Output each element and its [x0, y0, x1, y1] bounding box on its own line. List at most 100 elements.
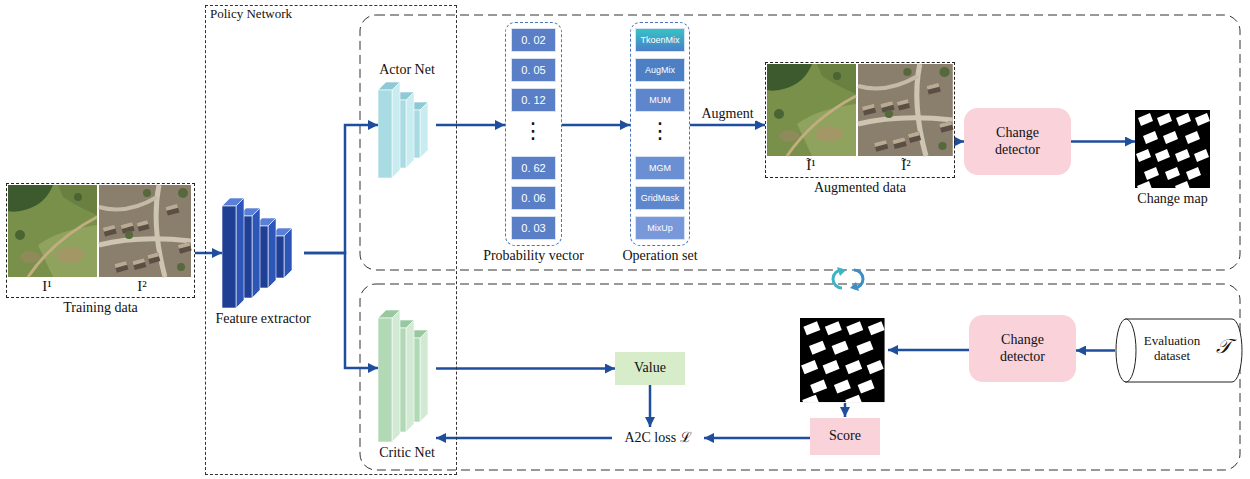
layer-front: [378, 318, 392, 442]
connector-arrow: [436, 124, 505, 127]
layer-side: [392, 310, 400, 442]
connector-arrow: [649, 385, 652, 427]
box-label: A2C loss ℒ: [624, 430, 691, 446]
caption-label: Policy Network: [210, 6, 292, 21]
region-frame: [360, 15, 1240, 270]
operation-cell: MixUp: [635, 216, 685, 240]
connector-arrow: [1076, 349, 1115, 352]
caption-label: Feature extractor: [215, 311, 310, 326]
layer-top: [378, 310, 400, 318]
layer-side: [406, 92, 414, 168]
change-map-image: [1135, 110, 1210, 194]
satellite-image: [767, 64, 856, 156]
box-label: 0. 06: [521, 192, 545, 205]
probability-cell: 0. 05: [511, 58, 556, 82]
value-box: Value: [615, 352, 685, 385]
box-label: 0. 12: [521, 94, 545, 107]
layer-side: [268, 218, 276, 288]
caption-label: Probability vector: [483, 248, 584, 263]
box-label: MixUp: [647, 223, 673, 233]
image-pair-box: I¹I²Training data: [6, 183, 195, 298]
box-label: MGM: [649, 163, 671, 173]
flow-arrow: [888, 349, 970, 352]
edge-label-slot: Augment: [699, 106, 755, 122]
ellipsis-slot: ⋮: [649, 120, 671, 142]
box-label: 0. 62: [521, 162, 545, 175]
box-label: 0. 02: [521, 34, 545, 47]
layer-side: [236, 198, 244, 308]
satellite-image: [99, 185, 193, 277]
image-label: 𝒯: [1216, 334, 1231, 358]
operation-cell: TkoenMix: [635, 28, 685, 52]
box-label: GridMask: [641, 193, 680, 203]
change-map-image: [800, 318, 885, 409]
cycle-head: [850, 282, 859, 291]
image-label: I¹: [42, 278, 52, 294]
image-label: Ĩ¹: [806, 157, 816, 173]
cylinder-end: [1116, 319, 1136, 382]
layer-side: [252, 208, 260, 298]
layer-side: [420, 102, 428, 158]
operation-cell: GridMask: [635, 186, 685, 210]
operation-cell: MGM: [635, 156, 685, 180]
image-label: Evaluation dataset: [1144, 333, 1200, 363]
box-label: Change detector: [978, 125, 1057, 157]
image-pair-box: Ĩ¹Ĩ²Augmented data: [765, 62, 955, 178]
caption-label: Training data: [63, 300, 138, 315]
layer-stack: [378, 82, 436, 178]
box-label: Score: [829, 428, 861, 444]
network-block: Actor Net: [378, 82, 436, 178]
detector-box: Change detector: [964, 108, 1071, 175]
box-label: Change detector: [983, 332, 1062, 364]
layer-front: [222, 206, 236, 308]
change-map: Change map: [1135, 110, 1210, 188]
connector-arrow: [436, 437, 612, 440]
probability-cell: 0. 02: [511, 28, 556, 52]
caption-label: Operation set: [622, 248, 697, 263]
score-box: Score: [810, 418, 880, 455]
probability-cell: 0. 06: [511, 186, 556, 210]
layer-top: [222, 198, 244, 206]
loss-node: A2C loss ℒ: [612, 427, 704, 449]
layer-side: [392, 82, 400, 178]
layer-front: [378, 90, 392, 178]
detector-box: Change detector: [969, 315, 1076, 382]
layer-stack: [222, 198, 304, 308]
flow-arrow: [844, 403, 847, 417]
box-label: AugMix: [645, 65, 675, 75]
probability-cell: 0. 12: [511, 88, 556, 112]
operation-cell: MUM: [635, 88, 685, 112]
connector-arrow: [1071, 140, 1135, 143]
caption-label: Critic Net: [379, 445, 435, 460]
layer-side: [406, 320, 414, 432]
cycle-head: [837, 267, 846, 276]
box-label: 0. 05: [521, 64, 545, 77]
connector-arrow: [195, 252, 222, 255]
satellite-image: [8, 185, 97, 277]
network-block: Critic Net: [378, 310, 436, 442]
caption-label: Change map: [1137, 191, 1207, 206]
satellite-image: [858, 64, 955, 156]
layer-stack: [378, 310, 436, 442]
image-label: I²: [137, 278, 147, 294]
group-box: Policy NetworkFeature extractor Actor Net…: [205, 5, 457, 475]
box-label: 0. 03: [521, 222, 545, 235]
edge-label: Augment: [699, 106, 755, 121]
box-label: Value: [634, 360, 666, 376]
operation-cell: AugMix: [635, 58, 685, 82]
dataset-cylinder: Evaluation dataset 𝒯: [1115, 318, 1243, 383]
layer-side: [420, 330, 428, 422]
connector-arrow: [304, 253, 378, 368]
connector-arrow: [955, 140, 964, 143]
connector-arrow: [562, 124, 630, 127]
connector-arrow: [436, 367, 615, 370]
cycle-icon: [833, 267, 863, 291]
caption-label: Actor Net: [379, 62, 435, 77]
ellipsis-mark: ⋮: [649, 118, 671, 143]
connector-arrow: [690, 124, 765, 127]
box-label: TkoenMix: [640, 35, 679, 45]
cylinder-body: [1125, 319, 1242, 382]
caption-label: Augmented data: [814, 180, 906, 195]
